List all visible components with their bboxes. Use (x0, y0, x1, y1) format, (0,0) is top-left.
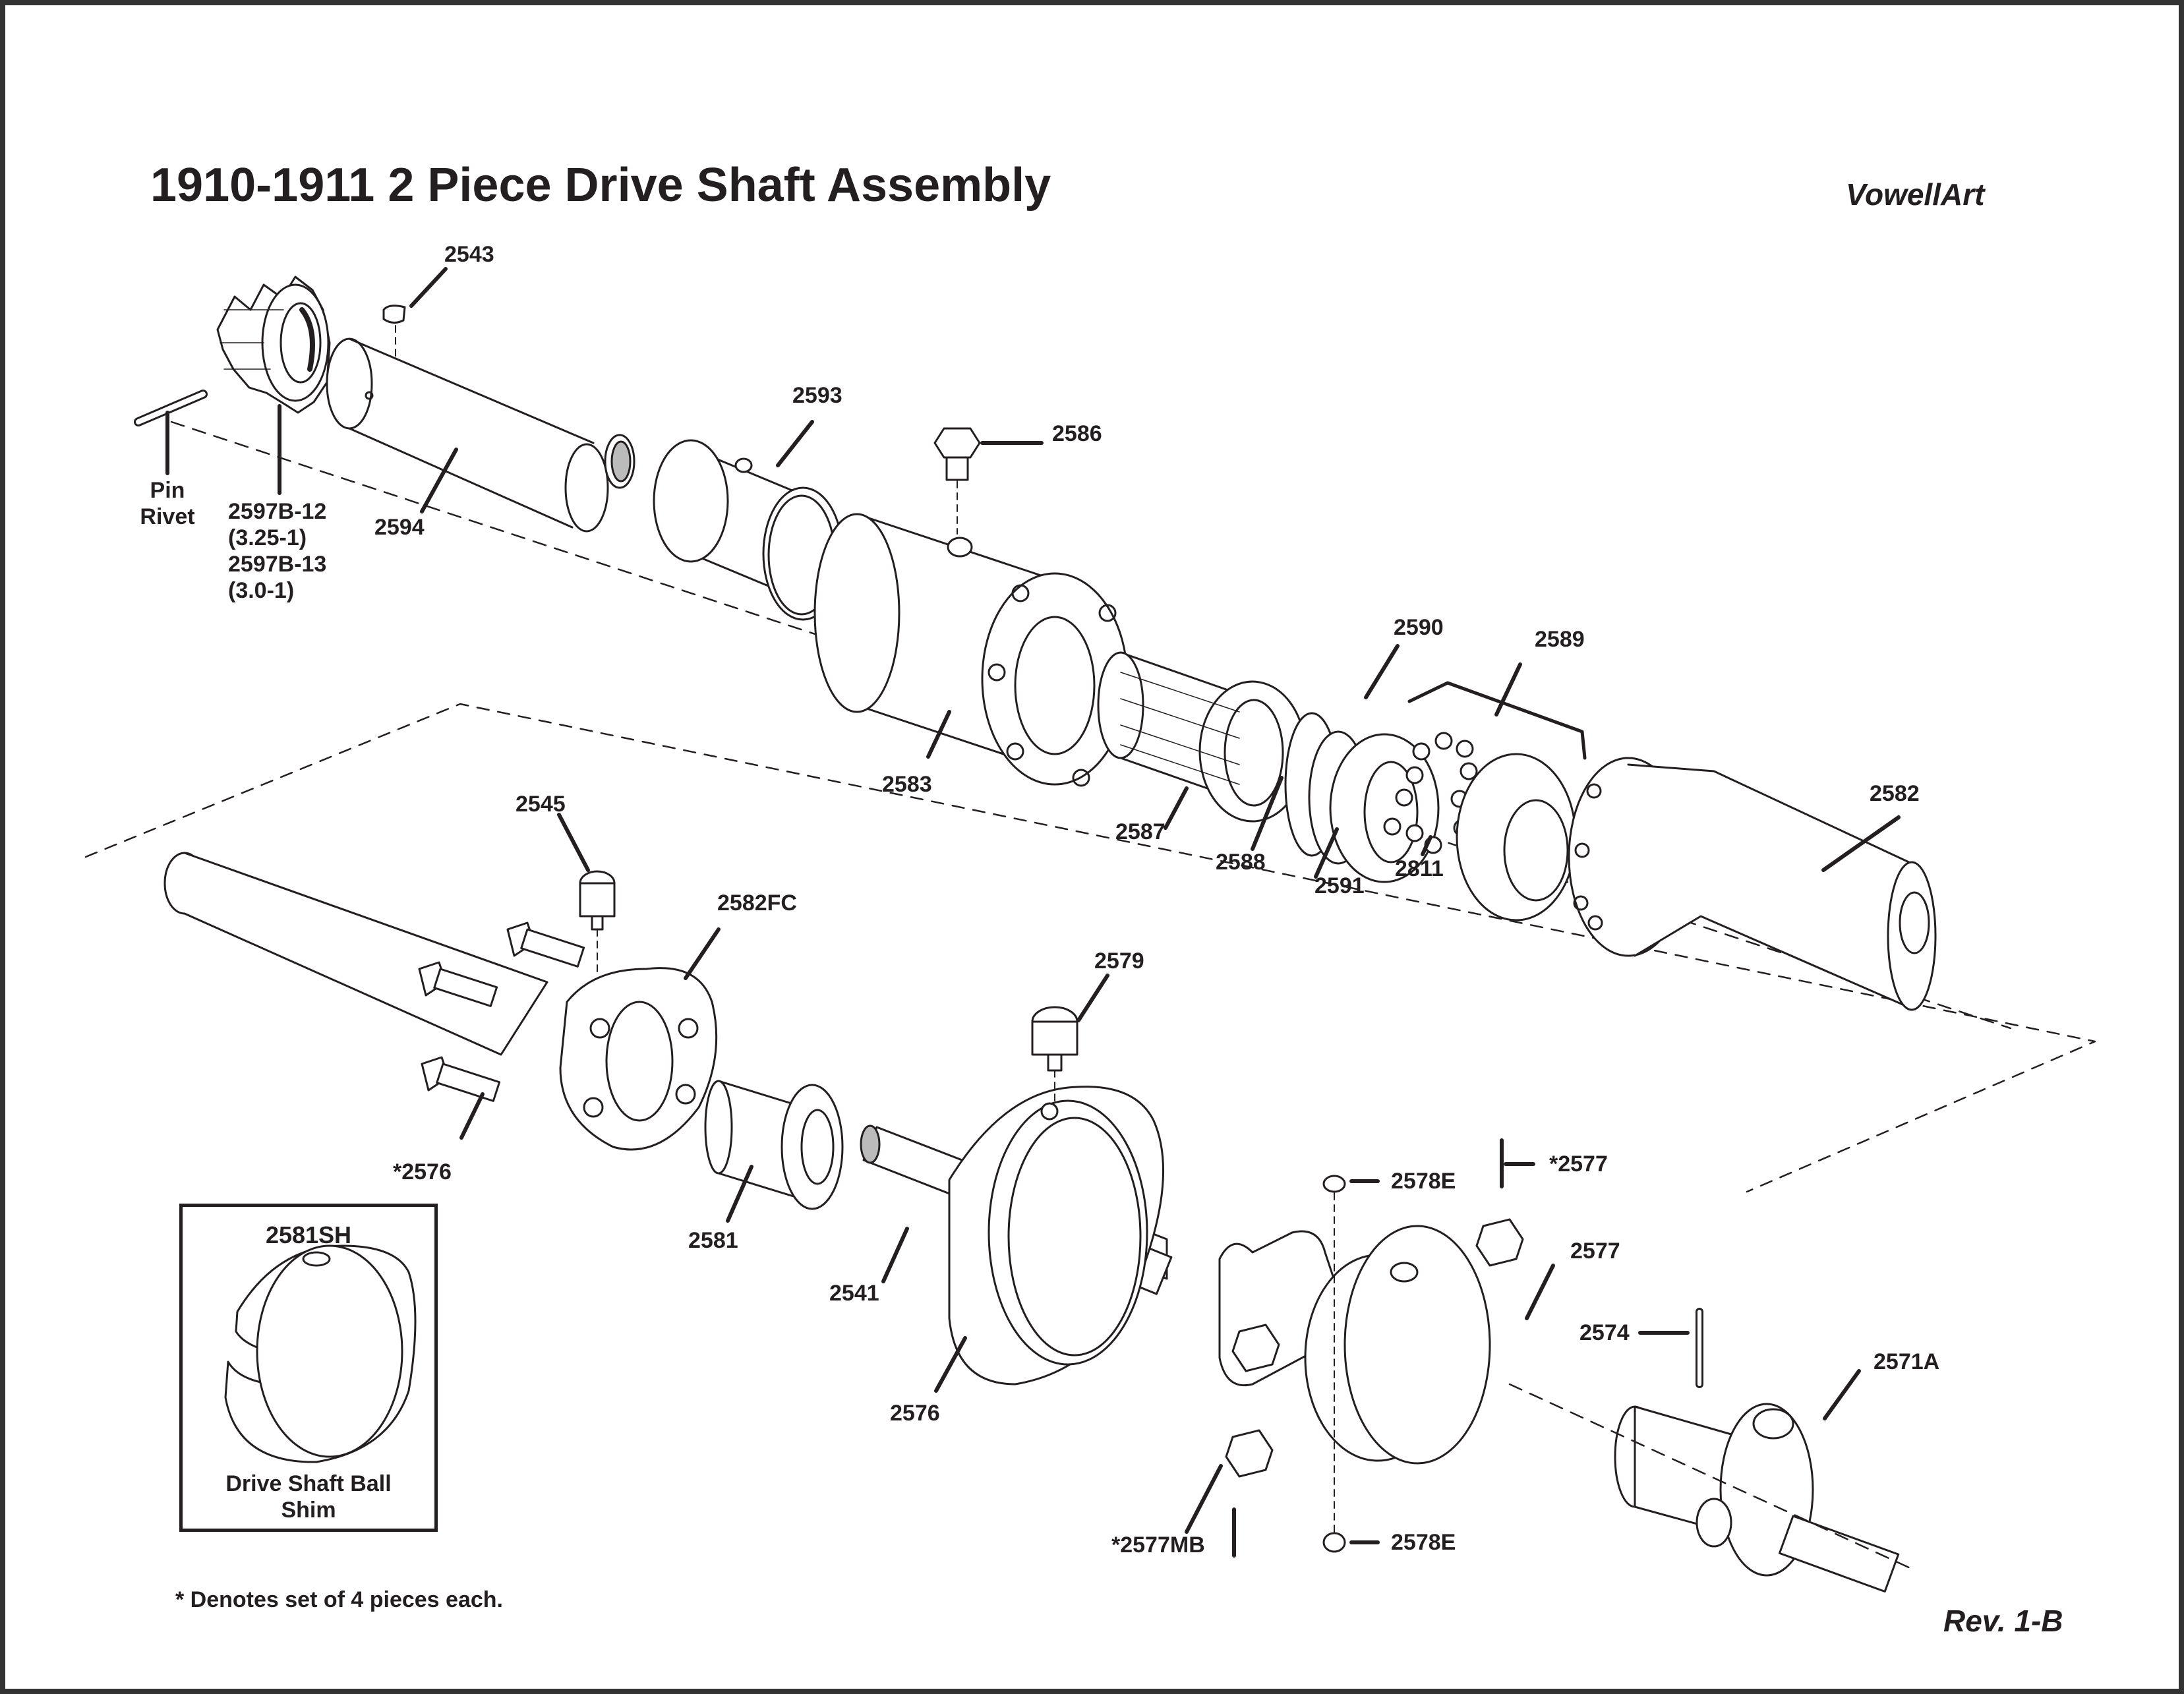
bolts-part (418, 921, 585, 1102)
part-label-2541: 2541 (829, 1281, 879, 1306)
part-label-2582: 2582 (1870, 781, 1920, 806)
rear-torque-tube-part (163, 852, 548, 1056)
part-label-2590: 2590 (1394, 615, 1444, 640)
bracket-2589 (1407, 681, 1587, 760)
part-label-2571A: 2571A (1874, 1349, 1940, 1374)
castle-nut-top-part (1475, 1218, 1524, 1267)
part-label-2577-star: *2577 (1549, 1152, 1608, 1177)
thrust-race-part (1456, 753, 1577, 921)
part-label-2578E-top: 2578E (1391, 1169, 1456, 1194)
part-label-2578E-bottom: 2578E (1391, 1530, 1456, 1555)
pin-rivet-line2: Rivet (140, 504, 195, 529)
shim-inset-box: 2581SH Drive Shaft Ball Shim (179, 1204, 438, 1532)
revision-label: Rev. 1-B (1943, 1604, 2063, 1638)
brand-mark: VowellArt (1846, 177, 1985, 212)
grease-cup-left-part (579, 870, 616, 976)
part-label-2577MB: *2577MB (1111, 1533, 1205, 1558)
bearing-housing-part (813, 513, 1129, 787)
pin-rivet-line1: Pin (150, 478, 185, 503)
front-flange-part (559, 967, 718, 1151)
grease-fitting-bottom-part (1322, 1532, 1346, 1553)
torque-tube-flange-part (1568, 757, 1937, 1011)
sleeve-part (653, 439, 844, 621)
inset-caption-line2: Shim (281, 1498, 336, 1523)
part-label-2545: 2545 (516, 792, 566, 817)
ball-cap-part (948, 1086, 1165, 1386)
universal-joint-part (1614, 1403, 1900, 1593)
page-title: 1910-1911 2 Piece Drive Shaft Assembly (150, 159, 1051, 212)
part-label-2586: 2586 (1052, 421, 1102, 446)
part-2597B-13: 2597B-13 (228, 552, 327, 577)
part-2597B-12-ratio: (3.25-1) (228, 525, 307, 550)
assembly-plane-outline (84, 703, 2096, 1193)
part-label-2583: 2583 (882, 772, 932, 797)
part-2597B-13-ratio: (3.0-1) (228, 578, 295, 603)
part-label-2574: 2574 (1579, 1320, 1630, 1345)
part-label-2588: 2588 (1216, 850, 1266, 875)
part-label-2589: 2589 (1535, 627, 1585, 652)
part-label-2591: 2591 (1314, 873, 1365, 898)
grease-fitting-top-part (1322, 1175, 1346, 1193)
part-label-pin-rivet: Pin Rivet (136, 477, 199, 530)
part-label-2581: 2581 (688, 1228, 738, 1253)
leader-lines (165, 267, 1901, 1544)
part-label-2587: 2587 (1115, 819, 1166, 844)
part-label-2597B: 2597B-12 (3.25-1) 2597B-13 (3.0-1) (228, 498, 326, 604)
footnote: * Denotes set of 4 pieces each. (175, 1587, 503, 1612)
inset-part-number: 2581SH (265, 1221, 352, 1248)
shim-drawing (224, 1244, 417, 1463)
drive-shaft-tube-part (326, 337, 635, 533)
pin-rivet-part (134, 390, 208, 426)
part-label-2543: 2543 (444, 242, 494, 267)
part-label-2576-star: *2576 (393, 1159, 452, 1184)
castle-nut-bottom-part (1225, 1429, 1274, 1478)
part-label-2579: 2579 (1094, 949, 1144, 974)
part-label-2582FC: 2582FC (717, 891, 797, 916)
part-label-2577: 2577 (1570, 1239, 1620, 1264)
part-label-2576: 2576 (890, 1401, 940, 1426)
woodruff-key-part (382, 305, 406, 324)
part-label-2811: 2811 (1395, 856, 1444, 881)
part-label-2594: 2594 (374, 515, 425, 540)
part-label-2593: 2593 (792, 383, 842, 408)
inset-caption: Drive Shaft Ball Shim (183, 1471, 434, 1523)
pinion-gear-part (216, 276, 331, 414)
castle-nut-mid-part (1231, 1324, 1280, 1372)
part-2597B-12: 2597B-12 (228, 499, 327, 524)
bushing-part (704, 1080, 844, 1210)
inset-caption-line1: Drive Shaft Ball (225, 1471, 392, 1496)
grease-cup-right-part (1031, 1006, 1078, 1101)
grease-plug-part (933, 427, 981, 535)
